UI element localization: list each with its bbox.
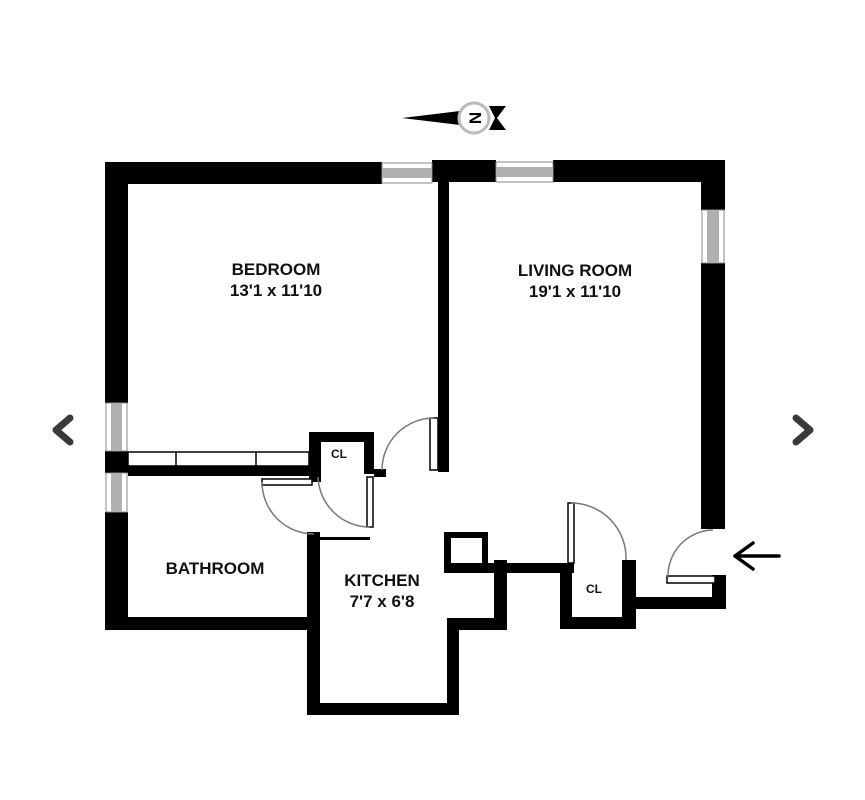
room-name: BATHROOM — [165, 559, 265, 578]
room-dimensions: 19'1 x 11'10 — [528, 282, 622, 301]
doors — [261, 417, 716, 584]
room-name: KITCHEN — [344, 571, 420, 590]
room-name: LIVING ROOM — [517, 261, 633, 280]
closet-label-hall: CL — [586, 582, 602, 596]
chevron-left-icon — [52, 414, 74, 446]
room-label-bedroom: BEDROOM 13'1 x 11'10 — [206, 259, 346, 301]
windows — [105, 161, 725, 513]
room-label-bathroom: BATHROOM — [150, 558, 280, 579]
walls — [105, 160, 726, 715]
next-image-button[interactable] — [782, 410, 822, 450]
room-dimensions: 13'1 x 11'10 — [229, 281, 323, 300]
closet-sliding-doors — [127, 451, 310, 467]
room-label-living-room: LIVING ROOM 19'1 x 11'10 — [495, 260, 655, 302]
room-name: BEDROOM — [231, 260, 321, 279]
room-dimensions: 7'7 x 6'8 — [349, 592, 415, 611]
entry-arrow-icon — [733, 541, 781, 571]
svg-text:N: N — [466, 112, 485, 124]
chevron-right-icon — [792, 414, 814, 446]
north-arrow-icon: N — [402, 101, 506, 135]
room-label-kitchen: KITCHEN 7'7 x 6'8 — [322, 570, 442, 612]
previous-image-button[interactable] — [44, 410, 84, 450]
closet-label-bedroom: CL — [331, 447, 347, 461]
